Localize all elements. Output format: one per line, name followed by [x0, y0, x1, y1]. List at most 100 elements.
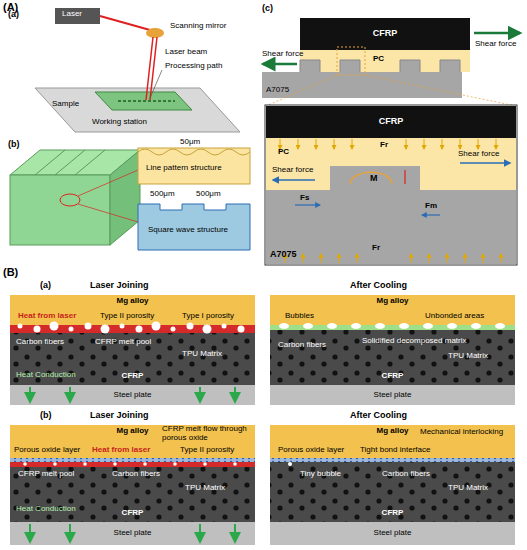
annotation-label: Shear force [262, 50, 303, 59]
force-arrow [321, 254, 322, 263]
annotation-label: Heat Conduction [16, 371, 76, 380]
annotation-label: Processing path [165, 62, 222, 71]
force-arrow [465, 254, 466, 263]
annotation-label: M [370, 174, 378, 184]
force-arrow [447, 254, 448, 263]
force-arrow [429, 254, 430, 263]
annotation-label: Carbon fibers [16, 338, 64, 347]
annotation-label: Line pattern structure [146, 164, 222, 173]
panel-letter: (c) [262, 4, 273, 14]
mg-layer: Mg alloy [270, 295, 515, 325]
pore [203, 325, 212, 334]
force-arrow [357, 254, 358, 263]
mg-band [270, 295, 515, 325]
force-arrow [442, 139, 443, 149]
annotation-label: Laser Joining [90, 281, 149, 291]
cfrp-band [10, 325, 255, 385]
layer-name: Mg alloy [376, 297, 408, 306]
annotation-label: Carbon fibers [112, 470, 160, 479]
force-arrow [411, 254, 412, 263]
force-arrow [339, 254, 340, 263]
layer-name: Steel plate [114, 529, 152, 538]
annotation-label: Type II porosity [180, 446, 234, 455]
pore [173, 462, 177, 466]
pore [222, 324, 227, 329]
annotation-label: 500μm [196, 190, 221, 199]
force-arrow [334, 139, 335, 149]
panel-letter: (a) [40, 281, 51, 291]
annotation-label: TPU Matrix [182, 350, 222, 359]
heat-arrow [199, 524, 201, 542]
layer-name: CFRP [122, 509, 144, 518]
annotation-label: PC [278, 148, 289, 157]
bubble [288, 462, 292, 466]
steel-layer: Steel plate [10, 522, 255, 545]
annotation-label: Shear force [272, 166, 313, 175]
steel-layer: Steel plate [270, 522, 515, 545]
pore [83, 462, 87, 466]
annotation-label: Laser beam [165, 48, 207, 57]
oxide-layer [270, 458, 515, 462]
cfrp-plate: CFRP [266, 106, 516, 138]
annotation-label: Carbon fibers [382, 470, 430, 479]
mg-band [270, 425, 515, 462]
annotation-label: Type II porosity [100, 312, 154, 321]
annotation-label: Sample [52, 100, 79, 109]
layer-name: CFRP [382, 509, 404, 518]
oxide-layer [10, 458, 255, 462]
annotation-label: TPU Matrix [185, 484, 225, 493]
annotation-label: Porous oxide layer [278, 446, 344, 455]
steel-layer: Steel plate [270, 385, 515, 405]
heat-arrow [69, 387, 71, 402]
heat-arrow [234, 524, 236, 542]
annotation-label: TPU Matrix [448, 484, 488, 493]
heat-arrow [29, 387, 31, 402]
cfrp-band [270, 325, 515, 385]
force-arrow [352, 139, 353, 149]
layer-name: CFRP [373, 29, 398, 39]
pore [18, 324, 23, 329]
layer-name: A7075 [266, 86, 289, 95]
mg-layer: Mg alloy [10, 295, 255, 325]
mg-band [10, 295, 255, 325]
bubble [447, 323, 457, 329]
layer-name: Mg alloy [376, 427, 408, 436]
annotation-label: CFRP melt pool [95, 338, 151, 347]
panel-letter: (b) [40, 411, 52, 421]
bubble [375, 323, 385, 329]
panel-letter: (B) [3, 266, 18, 278]
annotation-label: Carbon fibers [278, 341, 326, 350]
alloy-plate: A7075 [262, 72, 462, 98]
annotation-label: Scanning mirror [170, 22, 226, 31]
melt-pool [10, 462, 255, 467]
steel-band [270, 522, 515, 545]
annotation-label: Heat Conduction [16, 505, 76, 514]
annotation-label: Working station [92, 118, 147, 127]
annotation-label: Tight bond interface [360, 446, 430, 455]
layer-name: Steel plate [374, 529, 412, 538]
pore [113, 462, 117, 466]
pore [152, 322, 161, 331]
pore [203, 462, 207, 466]
annotation-label: Fm [425, 202, 437, 211]
annotation-label: After Cooling [350, 411, 407, 421]
annotation-label: Heat from laser [18, 312, 76, 321]
annotation-label: Solidified decomposed matrix [362, 337, 467, 346]
cfrp-band [270, 462, 515, 522]
force-arrow [483, 254, 484, 263]
layer-name: Steel plate [114, 391, 152, 400]
annotation-label: Heat from laser [92, 446, 150, 455]
annotation-label: Laser [62, 10, 82, 19]
panel-letter: (b) [8, 140, 20, 150]
layer-name: CFRP [122, 372, 144, 381]
annotation-label: Mechanical interlocking [420, 428, 503, 437]
annotation-label: TPU Matrix [448, 352, 488, 361]
heat-arrow [199, 387, 201, 402]
bubble [495, 323, 505, 329]
pore [187, 323, 194, 330]
mg-band [10, 425, 255, 462]
pore [23, 462, 27, 466]
annotation-label: Bubbles [285, 312, 314, 321]
annotation-label: CFRP melt pool [18, 470, 74, 479]
annotation-label: 50μm [180, 138, 200, 147]
